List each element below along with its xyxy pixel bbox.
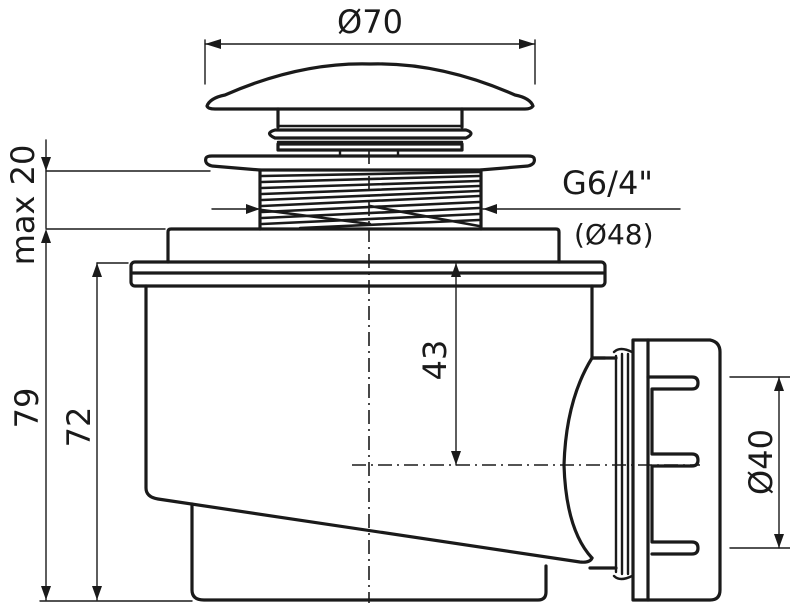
threaded-section <box>258 168 483 231</box>
cap-diameter-label: Ø70 <box>337 3 403 41</box>
dimension-outlet-depth: 43 <box>416 263 461 466</box>
dimension-body-height: 72 <box>60 262 129 601</box>
dimension-outlet-diameter: Ø40 <box>729 376 790 549</box>
dimension-flange-adjust: max 20 <box>4 139 211 266</box>
outlet-depth-label: 43 <box>416 340 454 381</box>
thread-size-label: G6/4" <box>562 164 653 202</box>
outlet-elbow <box>562 356 618 570</box>
drain-cap <box>205 62 535 158</box>
total-height-label: 79 <box>8 388 46 429</box>
flange-ring <box>204 154 536 172</box>
outlet-diameter-label: Ø40 <box>742 429 780 495</box>
flange-adjust-label: max 20 <box>4 145 42 266</box>
body-height-label: 72 <box>60 407 98 448</box>
thread-diameter-label: (Ø48) <box>574 218 654 251</box>
outlet-nut <box>612 338 722 602</box>
center-lines <box>352 150 700 603</box>
dimension-thread: G6/4" (Ø48) <box>211 164 681 251</box>
body-rim <box>129 260 607 288</box>
trap-body <box>144 284 607 602</box>
upper-body <box>166 227 561 264</box>
dimension-cap-diameter: Ø70 <box>204 3 536 85</box>
dimension-total-height: 79 <box>8 242 193 602</box>
